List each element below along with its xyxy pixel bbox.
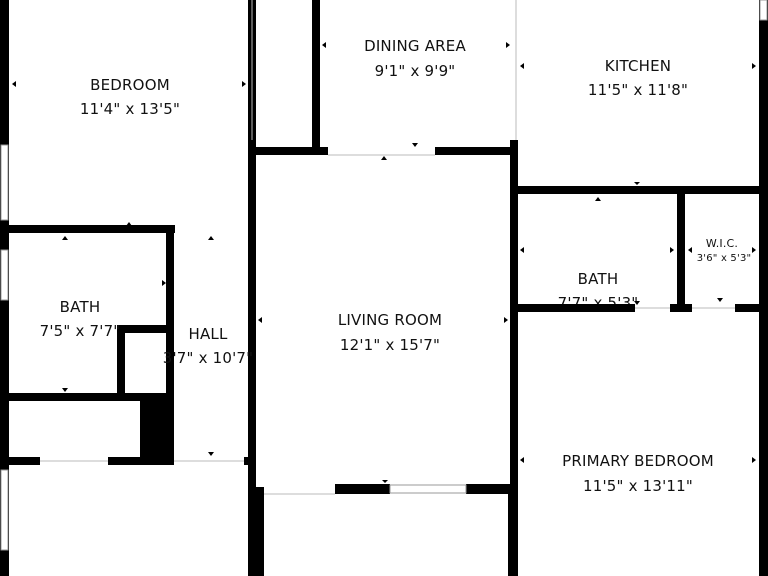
room-dim-bath2: 7'7" x 5'3" — [557, 294, 639, 304]
room-dim-bedroom: 11'4" x 13'5" — [79, 100, 181, 118]
room-name-wic: W.I.C. — [705, 237, 739, 250]
room-name-hall: HALL — [188, 325, 228, 343]
wall-kitchen-bottom — [510, 186, 768, 194]
closet-block — [140, 393, 174, 463]
wall-bedroom-bottom — [0, 225, 175, 233]
wall-living-top-left — [248, 147, 328, 155]
exterior-wall-right — [759, 0, 768, 576]
openings — [40, 0, 735, 495]
room-name-dining: DINING AREA — [364, 37, 466, 55]
wall-wic-left — [677, 186, 685, 312]
room-dim-dining: 9'1" x 9'9" — [374, 62, 456, 80]
room-dim-primary-bedroom: 11'5" x 13'11" — [582, 477, 694, 495]
wall-bedroom-right — [248, 0, 256, 576]
room-name-primary-bedroom: PRIMARY BEDROOM — [562, 452, 714, 470]
room-name-bedroom: BEDROOM — [90, 76, 170, 94]
window-kitchen — [759, 0, 768, 21]
room-dim-wic: 3'6" x 5'3" — [696, 253, 752, 264]
window-lower-bedroom — [0, 469, 9, 551]
wall-bath2-bottom — [510, 304, 635, 312]
room-name-bath2: BATH — [577, 270, 619, 288]
wall-hall-bottom-stub — [244, 457, 256, 465]
wall-bath1-step-top — [117, 325, 174, 333]
wall-dining-left — [312, 0, 320, 152]
wall-living-bottom-right — [466, 484, 518, 494]
wall-living-bottom-right-post — [508, 487, 518, 576]
wall-living-top-right — [435, 147, 517, 155]
room-name-kitchen: KITCHEN — [604, 57, 672, 75]
wall-lower-top-left — [0, 457, 40, 465]
room-dim-living: 12'1" x 15'7" — [339, 336, 441, 354]
window-bedroom — [0, 144, 9, 221]
wall-living-bottom-left-post — [256, 487, 264, 576]
wall-lower-top-right — [108, 457, 174, 465]
wall-bath1-bottom — [0, 393, 174, 401]
room-name-living: LIVING ROOM — [337, 311, 443, 329]
windows — [0, 0, 768, 551]
dimension-markers — [12, 42, 756, 483]
window-living — [389, 484, 467, 494]
wall-bath2-bottom-mid — [670, 304, 692, 312]
room-dim-hall: 3'7" x 10'7" — [162, 349, 254, 367]
room-name-bath1: BATH — [59, 298, 101, 316]
room-dim-kitchen: 11'5" x 11'8" — [587, 81, 689, 99]
wall-hall-left — [166, 225, 174, 465]
window-bath1 — [0, 249, 9, 301]
wall-wic-bottom — [735, 304, 768, 312]
room-dim-bath1: 7'5" x 7'7" — [39, 322, 121, 340]
wall-living-right — [510, 140, 518, 576]
wall-living-bottom-left — [335, 484, 390, 494]
wall-bath1-step-left — [117, 325, 125, 395]
